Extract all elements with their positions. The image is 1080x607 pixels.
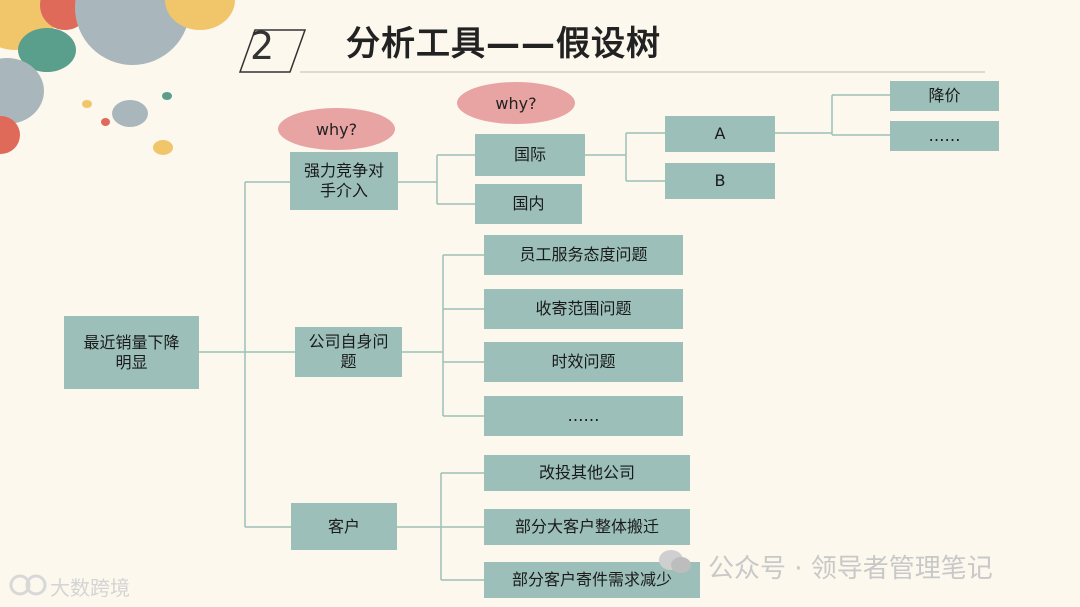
node-international: 国际 [475, 134, 585, 176]
root-node: 最近销量下降明显 [64, 316, 199, 389]
node-customer: 客户 [291, 503, 397, 550]
watermark-left: 大数跨境 [50, 576, 130, 600]
node-b: B [665, 163, 775, 199]
node-timeliness: 时效问题 [484, 342, 683, 382]
node-price-cut: 降价 [890, 81, 999, 111]
decor-circle [0, 116, 20, 154]
node-company-issues: 公司自身问题 [295, 327, 402, 377]
node-staff-attitude: 员工服务态度问题 [484, 235, 683, 275]
decor-circle [82, 100, 92, 108]
why-bubble: why? [278, 108, 395, 150]
brand-logo-icon [8, 572, 48, 598]
node-switch-company: 改投其他公司 [484, 455, 690, 491]
node-coverage: 收寄范围问题 [484, 289, 683, 329]
node-ellipsis: …… [890, 121, 999, 151]
watermark-right: 公众号 · 领导者管理笔记 [708, 554, 993, 584]
page-title: 分析工具——假设树 [346, 24, 661, 64]
decor-circle [101, 118, 110, 126]
wechat-icon [658, 548, 692, 576]
node-ellipsis: …… [484, 396, 683, 436]
node-big-client-move: 部分大客户整体搬迁 [484, 509, 690, 545]
decor-circle [162, 92, 172, 100]
section-number: 2 [250, 24, 275, 68]
node-domestic: 国内 [475, 184, 582, 224]
why-bubble: why? [457, 82, 575, 124]
decor-circle [153, 140, 173, 155]
node-a: A [665, 116, 775, 152]
node-competitor: 强力竞争对手介入 [290, 152, 398, 210]
decor-circle [112, 100, 148, 127]
